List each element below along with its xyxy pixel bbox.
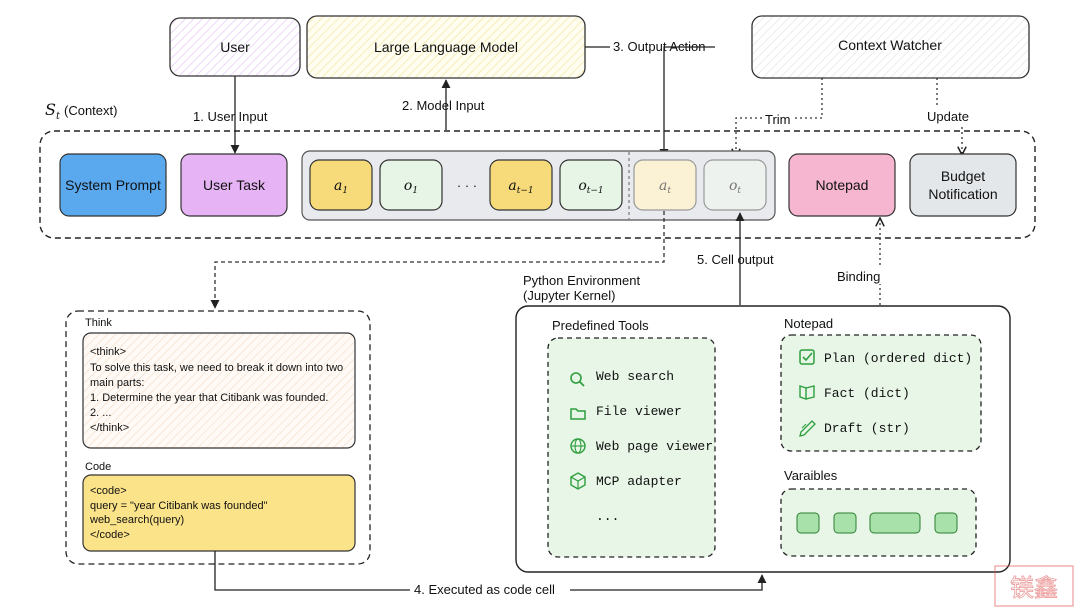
variable-chip	[869, 512, 921, 534]
svg-text:Budget: Budget	[941, 168, 985, 184]
observation-o1: o1	[379, 159, 443, 211]
think-line: 2. ...	[90, 407, 111, 419]
book-icon	[799, 385, 815, 400]
output-action-label: 3. Output Action	[613, 39, 706, 54]
code-text: <code> query = "year Citibank was founde…	[89, 485, 268, 541]
cube-icon	[570, 472, 586, 490]
svg-text:St(Context): St(Context)	[45, 100, 117, 122]
tool-mcp-adapter: MCP adapter	[596, 474, 682, 489]
notepad-plan: Plan (ordered dict)	[824, 351, 972, 366]
user-input-label: 1. User Input	[193, 109, 268, 124]
cell-output-label: 5. Cell output	[697, 252, 774, 267]
checkbox-icon	[799, 349, 815, 365]
think-line: 1. Determine the year that Citibank was …	[90, 392, 328, 404]
context-container	[39, 130, 1036, 239]
user-node: User	[169, 17, 301, 77]
think-code-panel	[65, 310, 371, 565]
watermark-seal: 镁鑫	[994, 565, 1074, 607]
svg-text:at−1: at−1	[508, 178, 533, 196]
notepad-block: Notepad	[788, 153, 896, 217]
user-label: User	[220, 39, 250, 55]
globe-icon	[570, 438, 586, 454]
think-text: <think> To solve this task, we need to b…	[90, 346, 343, 434]
context-label: St(Context)	[45, 100, 117, 122]
env-notepad-title: Notepad	[784, 316, 833, 331]
svg-text:a1: a1	[334, 178, 348, 196]
svg-text:镁鑫: 镁鑫	[1010, 574, 1058, 602]
folder-icon	[570, 408, 586, 420]
env-notepad-panel	[780, 334, 982, 452]
action-at: at	[633, 159, 697, 211]
llm-node: Large Language Model	[306, 15, 586, 79]
notepad-draft: Draft (str)	[824, 421, 910, 436]
user-task-block: User Task	[180, 153, 288, 217]
think-box	[82, 332, 356, 449]
think-line: <think>	[90, 346, 126, 358]
svg-text:Notepad: Notepad	[816, 177, 869, 193]
variable-chip	[833, 512, 857, 534]
tool-web-page-viewer: Web page viewer	[596, 439, 713, 454]
action-to-think-arrow	[210, 211, 665, 309]
system-prompt-block: System Prompt	[59, 153, 167, 217]
code-line: </code>	[90, 529, 130, 541]
think-line: </think>	[90, 422, 129, 434]
trim-label: Trim	[765, 112, 791, 127]
svg-text:ot−1: ot−1	[578, 178, 603, 196]
think-line: main parts:	[90, 377, 144, 389]
svg-text:User Task: User Task	[203, 177, 266, 193]
code-box	[82, 474, 356, 552]
think-title: Think	[85, 317, 112, 329]
svg-text:o1: o1	[404, 178, 418, 196]
context-watcher-node: Context Watcher	[751, 15, 1030, 79]
code-line: <code>	[90, 485, 127, 497]
observation-ot: ot	[703, 159, 767, 211]
output-action-arrow	[659, 46, 715, 158]
action-at-minus-1: at−1	[489, 159, 553, 211]
variable-chip	[796, 512, 820, 534]
search-icon	[570, 372, 585, 387]
variables-title: Varaibles	[784, 468, 838, 483]
tools-more: ...	[596, 509, 619, 524]
tools-panel	[547, 337, 716, 558]
svg-text:ot: ot	[729, 178, 741, 196]
context-watcher-label: Context Watcher	[838, 37, 942, 53]
code-line: web_search(query)	[89, 514, 184, 526]
code-title: Code	[85, 461, 111, 473]
executed-label: 4. Executed as code cell	[414, 582, 555, 597]
tools-title: Predefined Tools	[552, 318, 649, 333]
pen-icon	[799, 420, 816, 437]
observation-ot-minus-1: ot−1	[559, 159, 623, 211]
code-line: query = "year Citibank was founded"	[90, 500, 268, 512]
budget-notification-block: Budget Notification	[909, 153, 1017, 217]
tool-file-viewer: File viewer	[596, 404, 682, 419]
python-env-subtitle: (Jupyter Kernel)	[523, 288, 615, 303]
svg-text:Notification: Notification	[928, 186, 997, 202]
trim-arrow	[736, 78, 823, 157]
variable-chip	[934, 512, 958, 534]
action-a1: a1	[309, 159, 373, 211]
notepad-fact: Fact (dict)	[824, 386, 910, 401]
llm-label: Large Language Model	[374, 39, 518, 55]
python-env-title: Python Environment	[523, 273, 640, 288]
update-label: Update	[927, 109, 969, 124]
binding-label: Binding	[837, 269, 880, 284]
think-line: To solve this task, we need to break it …	[90, 362, 343, 374]
tool-web-search: Web search	[596, 369, 674, 384]
svg-text:at: at	[659, 178, 671, 196]
history-ellipsis: · · ·	[457, 178, 477, 193]
model-input-label: 2. Model Input	[402, 98, 485, 113]
svg-text:System Prompt: System Prompt	[65, 177, 161, 193]
